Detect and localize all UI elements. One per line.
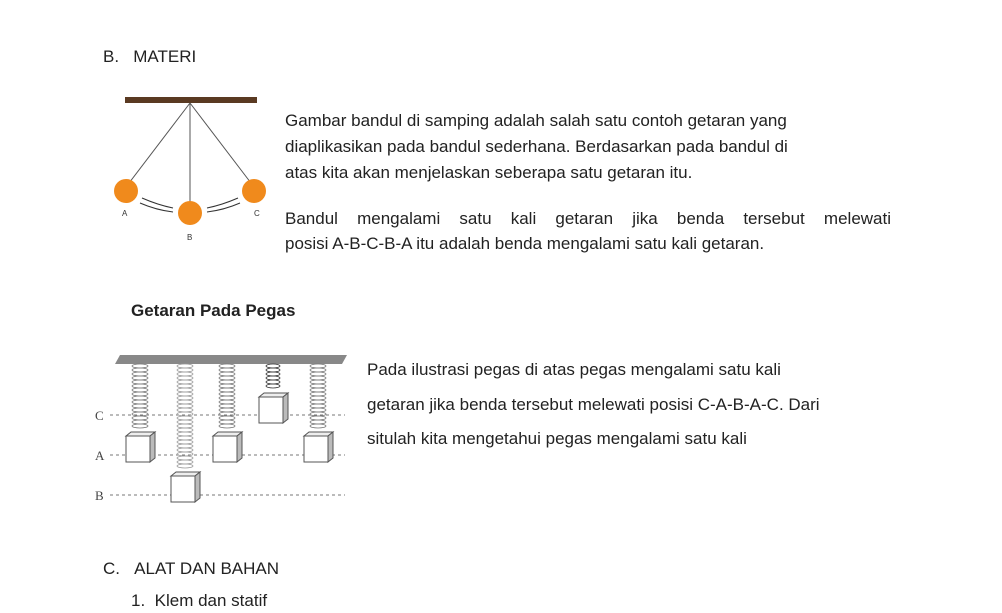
pendulum-text-line: atas kita akan menjelaskan seberapa satu… (285, 163, 693, 182)
pendulum-bob-a (114, 179, 138, 203)
pendulum-label-a: A (122, 209, 128, 218)
pendulum-string-c (189, 102, 255, 188)
pendulum-string-a (125, 102, 191, 188)
spring-support-bar (115, 355, 347, 364)
pendulum-label-c: C (254, 209, 260, 218)
pendulum-support-bar (125, 97, 257, 103)
spring-4 (257, 363, 290, 425)
pendulum-text-line: Gambar bandul di samping adalah salah sa… (285, 111, 787, 130)
pendulum-bob-b (178, 201, 202, 225)
mass-block (212, 435, 238, 463)
list-item: 1. Klem dan statif (131, 591, 268, 610)
spring-3 (211, 363, 244, 464)
spring-text-line: situlah kita mengetahui pegas mengalami … (367, 429, 747, 448)
pendulum-text-line: posisi A-B-C-B-A itu adalah benda mengal… (285, 234, 765, 253)
section-c-heading: C. ALAT DAN BAHAN (103, 559, 280, 578)
pendulum-label-b: B (187, 233, 192, 242)
swing-arrows (139, 197, 241, 213)
mass-block (170, 475, 196, 503)
pendulum-text-line: diaplikasikan pada bandul sederhana. Ber… (285, 137, 788, 156)
mass-block (258, 396, 284, 424)
spring-5 (302, 363, 335, 464)
spring-label-c: C (95, 408, 104, 423)
spring-2 (169, 363, 202, 504)
spring-1 (124, 363, 157, 464)
spring-label-a: A (95, 448, 105, 463)
mass-block (125, 435, 151, 463)
pendulum-bob-c (242, 179, 266, 203)
spring-label-b: B (95, 488, 104, 503)
spring-text-line: getaran jika benda tersebut melewati pos… (367, 395, 820, 414)
mass-block (303, 435, 329, 463)
spring-heading: Getaran Pada Pegas (131, 301, 296, 320)
section-b-heading: B. MATERI (103, 47, 197, 66)
pendulum-text-line: Bandul mengalami satu kali getaran jika … (285, 209, 891, 228)
spring-text-line: Pada ilustrasi pegas di atas pegas menga… (367, 360, 781, 379)
